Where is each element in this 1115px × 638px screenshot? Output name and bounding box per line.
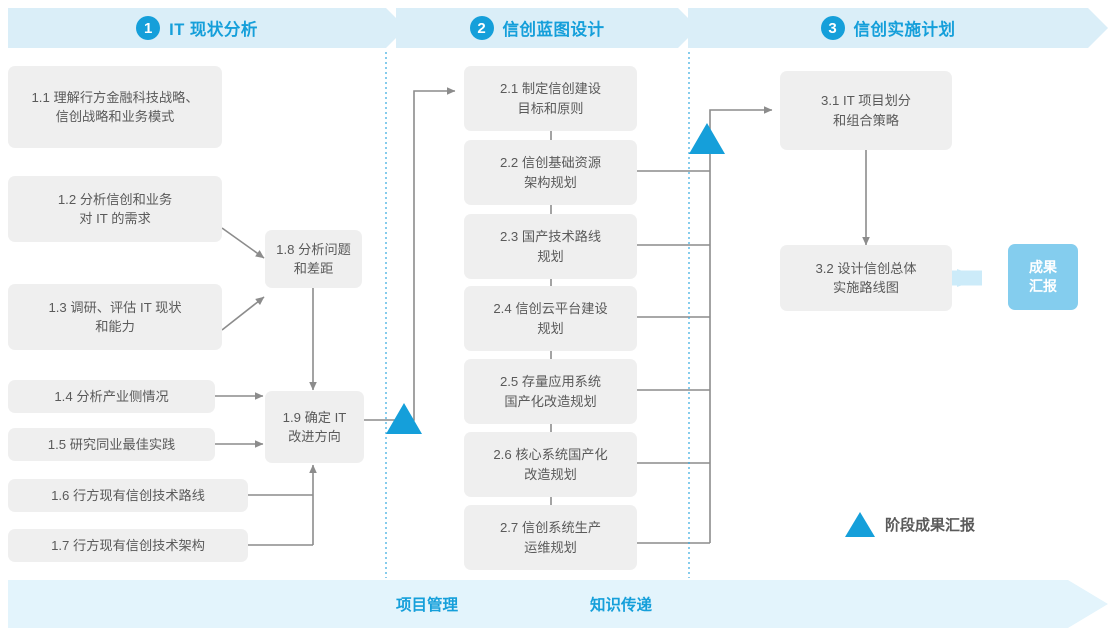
node-1-1[interactable]: 1.1 理解行方金融科技战略、信创战略和业务模式 (8, 66, 222, 148)
wire-19-to-21 (364, 87, 456, 421)
bottom-swimlane-bar (8, 580, 1108, 628)
phase-number-2: 2 (469, 16, 494, 40)
bottom-lane-project-management: 项目管理 (396, 580, 458, 628)
node-1-2-label: 1.2 分析信创和业务对 IT 的需求 (57, 191, 173, 226)
node-1-3[interactable]: 1.3 调研、评估 IT 现状和能力 (8, 284, 222, 350)
milestone-triangle-phase2 (689, 123, 725, 154)
node-1-6-label: 1.6 行方现有信创技术路线 (51, 487, 205, 503)
phase-band-1: 1 IT 现状分析 (8, 8, 406, 48)
node-3-1[interactable]: 3.1 IT 项目划分和组合策略 (780, 71, 952, 150)
node-1-8[interactable]: 1.8 分析问题和差距 (265, 230, 362, 288)
node-3-2[interactable]: 3.2 设计信创总体实施路线图 (780, 245, 952, 311)
phase-title-2: 信创蓝图设计 (502, 21, 605, 39)
node-2-7-label: 2.7 信创系统生产运维规划 (499, 520, 602, 555)
node-1-8-label: 1.8 分析问题和差距 (276, 241, 351, 276)
node-3-2-label: 3.2 设计信创总体实施路线图 (815, 260, 917, 295)
result-report-label: 成果汇报 (1029, 259, 1057, 294)
node-1-4[interactable]: 1.4 分析产业侧情况 (8, 380, 215, 413)
node-2-5-label: 2.5 存量应用系统国产化改造规划 (499, 374, 602, 409)
node-1-5[interactable]: 1.5 研究同业最佳实践 (8, 428, 215, 461)
phase-title-3: 信创实施计划 (853, 21, 956, 39)
node-1-6[interactable]: 1.6 行方现有信创技术路线 (8, 479, 248, 512)
milestone-triangle-icon (845, 512, 875, 537)
node-1-2[interactable]: 1.2 分析信创和业务对 IT 的需求 (8, 176, 222, 242)
bottom-lane-label-2: 知识传递 (590, 597, 653, 614)
wire-12-to-18 (221, 227, 265, 259)
phase-number-3: 3 (820, 16, 845, 40)
legend-milestone: 阶段成果汇报 (845, 512, 975, 537)
phase-header-1: 1 IT 现状分析 (8, 8, 386, 48)
node-2-7[interactable]: 2.7 信创系统生产运维规划 (464, 505, 637, 570)
node-1-5-label: 1.5 研究同业最佳实践 (47, 436, 176, 452)
bottom-lane-label-1: 项目管理 (396, 597, 459, 614)
node-2-6[interactable]: 2.6 核心系统国产化改造规划 (464, 432, 637, 497)
node-2-4[interactable]: 2.4 信创云平台建设规划 (464, 286, 637, 351)
node-1-3-label: 1.3 调研、评估 IT 现状和能力 (48, 299, 182, 334)
node-1-1-label: 1.1 理解行方金融科技战略、信创战略和业务模式 (31, 89, 199, 124)
node-1-7-label: 1.7 行方现有信创技术架构 (51, 537, 205, 553)
node-2-4-label: 2.4 信创云平台建设规划 (493, 301, 608, 336)
milestone-triangle-phase1 (386, 403, 422, 434)
node-3-1-label: 3.1 IT 项目划分和组合策略 (821, 93, 911, 128)
phase-header-3: 3 信创实施计划 (688, 8, 1088, 48)
node-1-7[interactable]: 1.7 行方现有信创技术架构 (8, 529, 248, 562)
node-2-3[interactable]: 2.3 国产技术路线规划 (464, 214, 637, 279)
node-2-3-label: 2.3 国产技术路线规划 (499, 229, 602, 264)
bottom-lane-knowledge-transfer: 知识传递 (590, 580, 652, 628)
node-2-2-label: 2.2 信创基础资源架构规划 (499, 155, 602, 190)
node-2-6-label: 2.6 核心系统国产化改造规划 (493, 447, 608, 482)
result-report-chip[interactable]: 成果汇报 (1008, 244, 1078, 310)
node-2-2[interactable]: 2.2 信创基础资源架构规划 (464, 140, 637, 205)
phase-title-1: IT 现状分析 (169, 21, 258, 39)
milestone-markers (386, 123, 725, 434)
node-2-1[interactable]: 2.1 制定信创建设目标和原则 (464, 66, 637, 131)
phase-number-1: 1 (136, 16, 161, 40)
node-2-1-label: 2.1 制定信创建设目标和原则 (499, 81, 602, 116)
phase-band-3: 3 信创实施计划 (688, 8, 1108, 48)
node-1-4-label: 1.4 分析产业侧情况 (54, 388, 169, 404)
wire-13-to-18 (221, 296, 265, 331)
node-2-5[interactable]: 2.5 存量应用系统国产化改造规划 (464, 359, 637, 424)
phase-header-2: 2 信创蓝图设计 (396, 8, 678, 48)
wire-rbus-to-31 (709, 106, 773, 140)
legend-milestone-label: 阶段成果汇报 (885, 517, 976, 534)
